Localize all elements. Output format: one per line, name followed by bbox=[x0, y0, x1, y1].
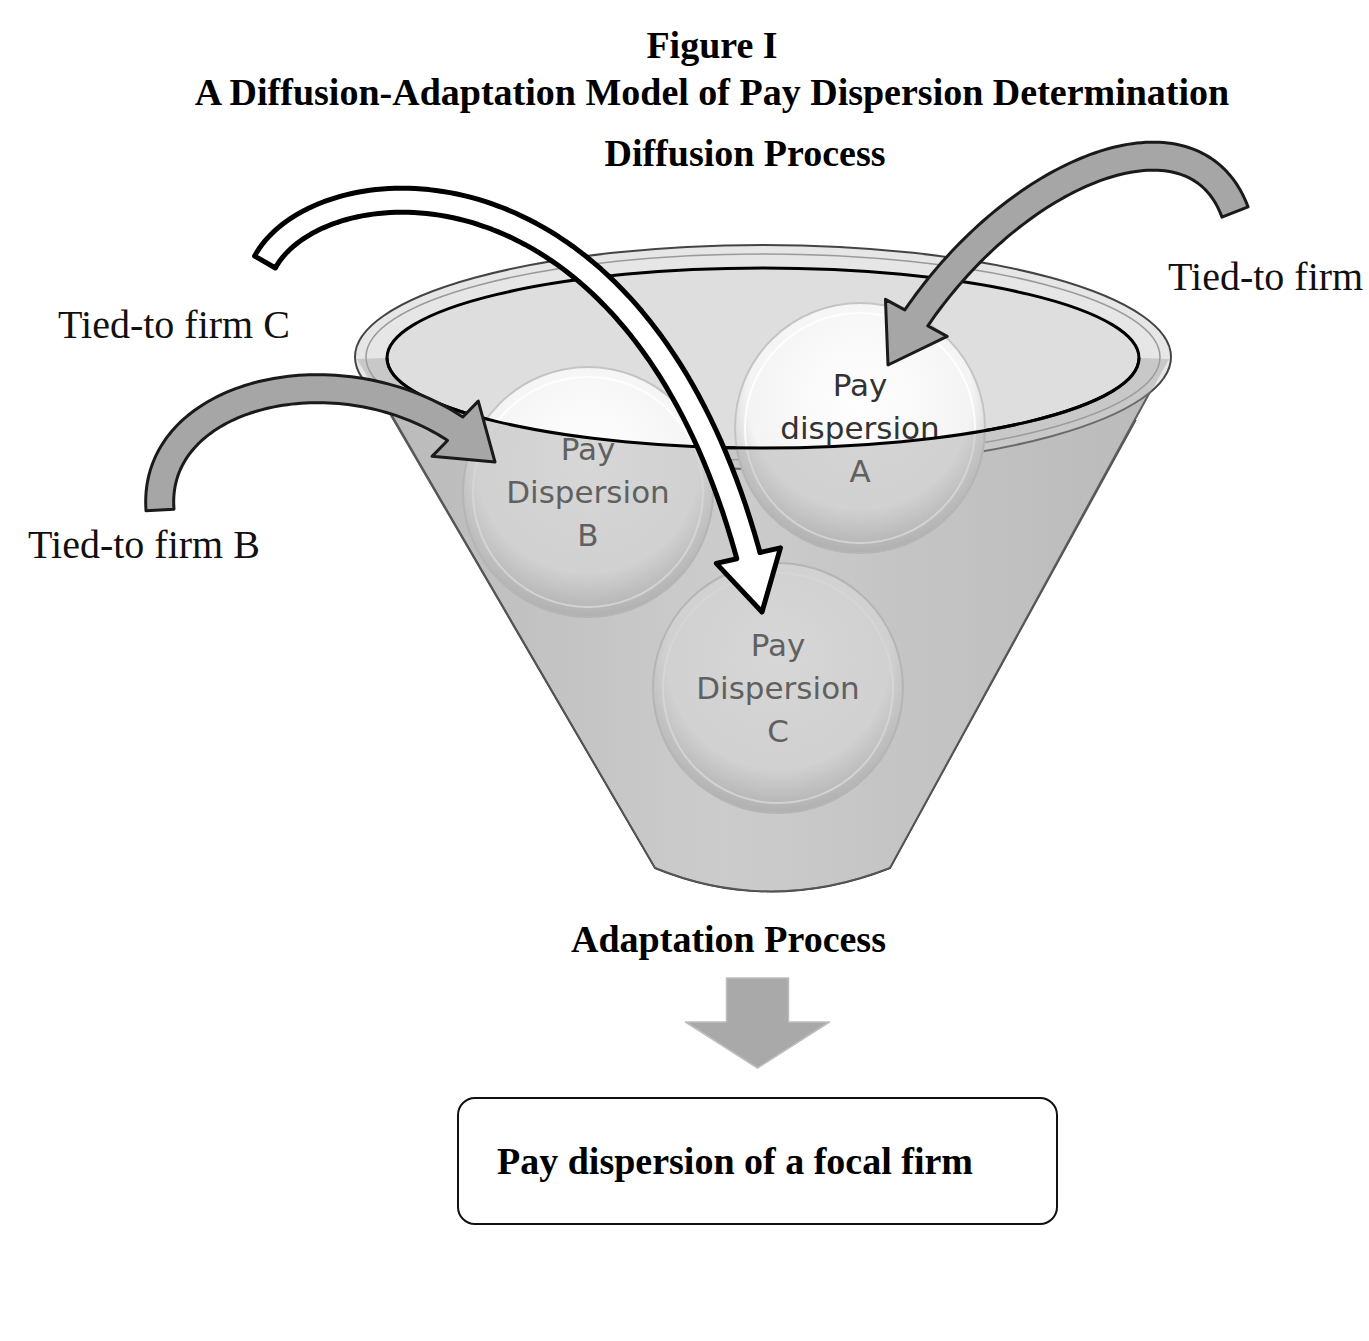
funnel-node: Diffusion ProcessPay dispersion APay Dis… bbox=[350, 130, 1180, 900]
pay-dispersion-circle: Pay Dispersion C bbox=[652, 562, 904, 814]
circle-text-wrap: Pay Dispersion C bbox=[652, 562, 904, 814]
circle-highlight bbox=[473, 377, 703, 607]
funnel-front-rim bbox=[387, 358, 1139, 448]
figure-subtitle: A Diffusion-Adaptation Model of Pay Disp… bbox=[62, 69, 1362, 115]
process-heading: Diffusion Process bbox=[330, 130, 1160, 176]
circle-fill bbox=[735, 303, 985, 553]
firm-label: Tied-to firm B bbox=[28, 522, 260, 568]
circle-label: Pay dispersion A bbox=[773, 364, 948, 493]
circle-label: Pay Dispersion B bbox=[501, 428, 676, 557]
firm-node: Tied-to firm B bbox=[28, 510, 260, 568]
box-label: Pay dispersion of a focal firm bbox=[497, 1138, 973, 1184]
circle-highlight bbox=[663, 573, 893, 803]
block-arrow bbox=[146, 375, 495, 511]
funnel-front-fill bbox=[357, 358, 1169, 892]
circle-highlight bbox=[745, 313, 975, 543]
circle-text-wrap: Pay dispersion A bbox=[734, 302, 986, 554]
firm-node: Tied-to firm bbox=[1168, 212, 1363, 300]
circle-text-wrap: Pay Dispersion B bbox=[462, 366, 714, 618]
outcome-box: Pay dispersion of a focal firm bbox=[457, 1097, 1058, 1225]
firm-label: Tied-to firm C bbox=[58, 302, 290, 348]
pay-dispersion-circle: Pay Dispersion B bbox=[462, 366, 714, 618]
firm-label: Tied-to firm bbox=[1168, 254, 1363, 300]
process-label: Adaptation Process bbox=[429, 916, 1029, 962]
firm-node: Tied-to firm C bbox=[58, 262, 290, 348]
heading-wrap: Diffusion Process bbox=[330, 130, 1160, 176]
pay-dispersion-circle: Pay dispersion A bbox=[734, 302, 986, 554]
funnel-front bbox=[350, 130, 1180, 900]
block-arrow bbox=[686, 978, 830, 1068]
circle-label: Pay Dispersion C bbox=[691, 624, 866, 753]
circle-fill bbox=[463, 367, 713, 617]
block-arrow bbox=[255, 188, 781, 612]
figure-title: Figure I bbox=[62, 22, 1362, 68]
circle-fill bbox=[653, 563, 903, 813]
funnel-cone-edge bbox=[390, 412, 1136, 892]
block-arrow bbox=[885, 142, 1248, 365]
